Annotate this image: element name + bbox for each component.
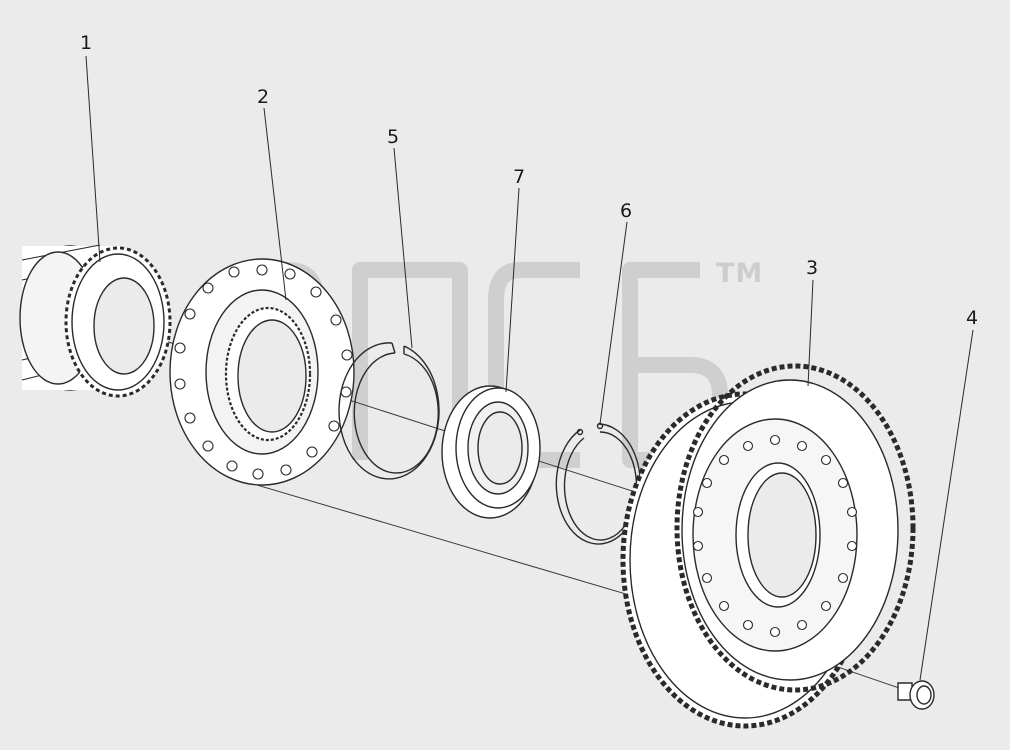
part-2-splined-flange [169,258,355,486]
leader-3 [807,279,814,387]
leader-1 [85,55,101,263]
callout-7: 7 [513,166,526,188]
leader-2 [263,107,287,301]
leader-6 [599,221,628,425]
watermark-trademark: TM [716,258,764,289]
part-5-retaining-ring [338,342,440,480]
part-2-bolt-holes [174,264,353,480]
callout-3: 3 [806,257,819,279]
leader-7 [505,187,520,393]
callout-2: 2 [257,86,270,108]
part-3-driven-gear [620,363,916,729]
callout-5: 5 [387,126,400,148]
callout-4: 4 [966,307,979,329]
part-7-bearing [441,385,541,519]
leader-5 [393,147,413,349]
part-3-bolt-holes [692,434,858,638]
leader-lines [85,55,974,681]
part-4-bolt [897,680,935,710]
callout-1: 1 [80,32,93,54]
leader-4 [919,329,974,681]
part-1-spline-gear [19,244,172,398]
part-6-circlip [555,422,642,545]
callout-6: 6 [620,200,633,222]
